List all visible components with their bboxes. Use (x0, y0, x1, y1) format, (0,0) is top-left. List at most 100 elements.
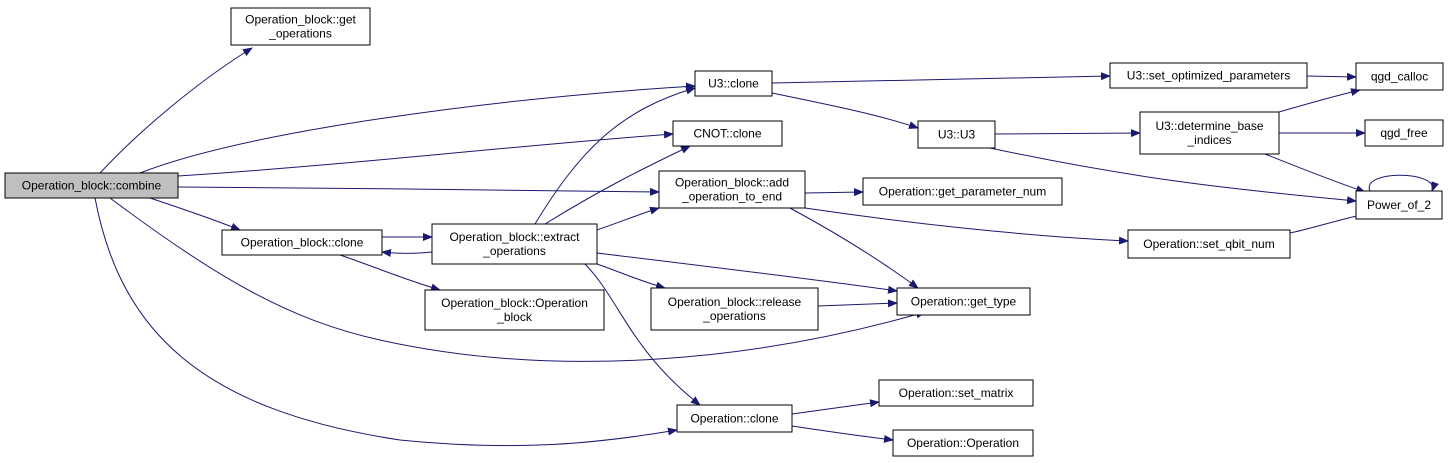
edge-add_op-to-get_param (804, 188, 864, 197)
node-label: U3::set_optimized_parameters (1127, 69, 1290, 83)
edge-combine-to-op_clone (94, 197, 678, 447)
edge-ob_clone-to-ob_ctor (339, 254, 441, 292)
node-label: qgd_free (1380, 126, 1428, 140)
node-ob-clone[interactable]: Operation_block::clone (221, 229, 383, 256)
node-cnot-clone[interactable]: CNOT::clone (672, 120, 783, 147)
node-box (862, 177, 1063, 206)
node-box (1355, 190, 1443, 220)
node-box (4, 172, 179, 199)
edge-combine-to-get_type (109, 197, 926, 362)
nodes-layer: Operation_block::combineOperation_block:… (4, 7, 1444, 457)
node-label: Operation_block::combine (22, 179, 162, 193)
node-release[interactable]: Operation_block::release_operations (650, 287, 819, 331)
node-label: Operation::Operation (907, 436, 1019, 450)
node-label: Operation::clone (690, 412, 778, 426)
node-label: qgd_calloc (1371, 70, 1428, 84)
edge-release-to-get_type (817, 299, 898, 308)
node-combine[interactable]: Operation_block::combine (4, 172, 179, 199)
node-op-ctor[interactable]: Operation::Operation (892, 429, 1034, 457)
node-box (424, 289, 605, 331)
edge-u3_clone-to-set_opt (771, 72, 1111, 84)
edge-add_op-to-get_type (789, 207, 919, 289)
edge-combine-to-get_operations (99, 47, 253, 174)
node-box (1355, 62, 1444, 91)
node-set-qbit[interactable]: Operation::set_qbit_num (1127, 229, 1291, 259)
edge-add_op-to-set_qbit (804, 207, 1129, 245)
edge-determine-to-qgd_calloc (1278, 88, 1361, 113)
node-u3-u3[interactable]: U3::U3 (917, 120, 996, 149)
node-label: Operation_block::extract (449, 230, 580, 244)
node-label: _operations (702, 309, 766, 323)
edge-u3_u3-to-determine (994, 129, 1141, 138)
node-label: Operation_block::get (245, 13, 356, 27)
node-label: _operations (268, 27, 332, 41)
node-determine[interactable]: U3::determine_base_indices (1139, 111, 1280, 155)
node-label: _operations (482, 244, 546, 258)
node-box (672, 120, 783, 147)
node-box (431, 223, 598, 265)
edge-combine-to-u3_clone (139, 82, 696, 174)
node-box (676, 404, 793, 433)
node-get-type[interactable]: Operation::get_type (896, 287, 1031, 316)
edge-extract-to-release (596, 263, 666, 290)
node-add-op[interactable]: Operation_block::add_operation_to_end (658, 170, 806, 209)
node-label: Operation::set_qbit_num (1143, 237, 1274, 251)
node-label: U3::determine_base (1155, 119, 1263, 133)
edge-power_of_2-to-power_of_2 (1368, 174, 1439, 192)
node-label: Operation_block::add (675, 176, 789, 190)
node-label: Power_of_2 (1367, 198, 1431, 212)
edge-u3_u3-to-power_of_2 (989, 147, 1357, 205)
node-box (892, 429, 1034, 457)
node-label: Operation_block::release (668, 295, 802, 309)
node-label: Operation::get_type (911, 295, 1017, 309)
edge-extract-to-ob_clone (381, 249, 433, 257)
node-label: Operation::set_matrix (899, 386, 1014, 400)
node-box (221, 229, 383, 256)
edge-extract-to-add_op (596, 206, 660, 231)
node-op-clone[interactable]: Operation::clone (676, 404, 793, 433)
node-box (896, 287, 1031, 316)
node-box (917, 120, 996, 149)
edge-determine-to-power_of_2 (1264, 153, 1366, 193)
node-box (650, 287, 819, 331)
edge-combine-to-cnot_clone (177, 130, 674, 177)
node-label: Operation_block::Operation (441, 296, 588, 310)
node-qgd-calloc[interactable]: qgd_calloc (1355, 62, 1444, 91)
node-box (1364, 119, 1444, 147)
node-box (878, 379, 1034, 407)
node-label: Operation::get_parameter_num (879, 185, 1046, 199)
edge-extract-to-cnot_clone (544, 145, 691, 225)
edge-op_clone-to-op_ctor (791, 425, 894, 443)
node-set-matrix[interactable]: Operation::set_matrix (878, 379, 1034, 407)
edge-set_qbit-to-power_of_2 (1289, 212, 1366, 234)
edge-combine-to-add_op (177, 186, 660, 196)
edge-u3_clone-to-u3_u3 (771, 92, 919, 129)
node-label: _indices (1186, 133, 1231, 147)
node-box (694, 70, 773, 97)
node-u3-clone[interactable]: U3::clone (694, 70, 773, 97)
node-label: Operation_block::clone (241, 236, 364, 250)
node-label: _operation_to_end (681, 190, 782, 204)
node-get-param[interactable]: Operation::get_parameter_num (862, 177, 1063, 206)
edge-combine-to-ob_clone (149, 197, 241, 231)
node-ob-ctor[interactable]: Operation_block::Operation_block (424, 289, 605, 331)
edges-layer (94, 47, 1439, 447)
node-set-opt[interactable]: U3::set_optimized_parameters (1109, 62, 1308, 89)
edge-extract-to-u3_clone (534, 86, 696, 225)
node-box (658, 170, 806, 209)
node-box (1127, 229, 1291, 259)
node-get-operations[interactable]: Operation_block::get_operations (230, 7, 371, 46)
edge-extract-to-op_clone (584, 263, 701, 406)
node-box (1139, 111, 1280, 155)
edge-op_clone-to-set_matrix (791, 399, 880, 415)
node-label: U3::U3 (938, 128, 976, 142)
node-extract[interactable]: Operation_block::extract_operations (431, 223, 598, 265)
node-label: CNOT::clone (693, 127, 761, 141)
edge-extract-to-get_type (596, 252, 898, 294)
node-label: U3::clone (708, 77, 759, 91)
edge-set_opt-to-qgd_calloc (1306, 72, 1357, 81)
node-box (1109, 62, 1308, 89)
node-power-of-2[interactable]: Power_of_2 (1355, 190, 1443, 220)
node-qgd-free[interactable]: qgd_free (1364, 119, 1444, 147)
